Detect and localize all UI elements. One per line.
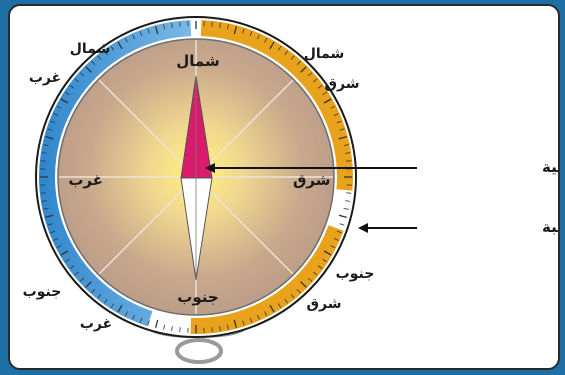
housing-callout-label: قاعدة العُلبة [542,218,560,236]
ring-label-south-west-b: غرب [80,316,112,332]
bezel-tick [41,161,46,162]
needle-callout-label: إبرة مغناطيسية [542,158,560,176]
bezel-tick [212,327,213,332]
dial-label-south: جنوب [177,288,218,306]
ring-label-north-east-a: شمال [304,46,345,62]
bezel-tick [212,22,213,27]
ring-label-south-east-a: جنوب [336,266,375,282]
ring-label-south-east-b: شرق [307,296,342,312]
ring-label-north-west-a: شمال [70,41,111,57]
ring-label-north-west-b: غرب [29,70,61,86]
bezel-tick [41,193,46,194]
bezel-tick [346,193,351,194]
compass-diagram: شمال جنوب شرق غرب شمال غرب شمال شرق جنوب… [10,6,560,370]
bezel-tick [346,161,351,162]
ring-label-north-east-b: شرق [325,76,360,92]
ring-label-south-west-a: جنوب [23,284,62,300]
bezel-tick [180,22,181,27]
bezel-tick [180,327,181,332]
dial-label-east: شرق [293,171,331,189]
diagram-card: شمال جنوب شرق غرب شمال غرب شمال شرق جنوب… [8,4,560,370]
dial-label-west: غرب [68,171,103,189]
dial-label-north: شمال [176,52,219,70]
